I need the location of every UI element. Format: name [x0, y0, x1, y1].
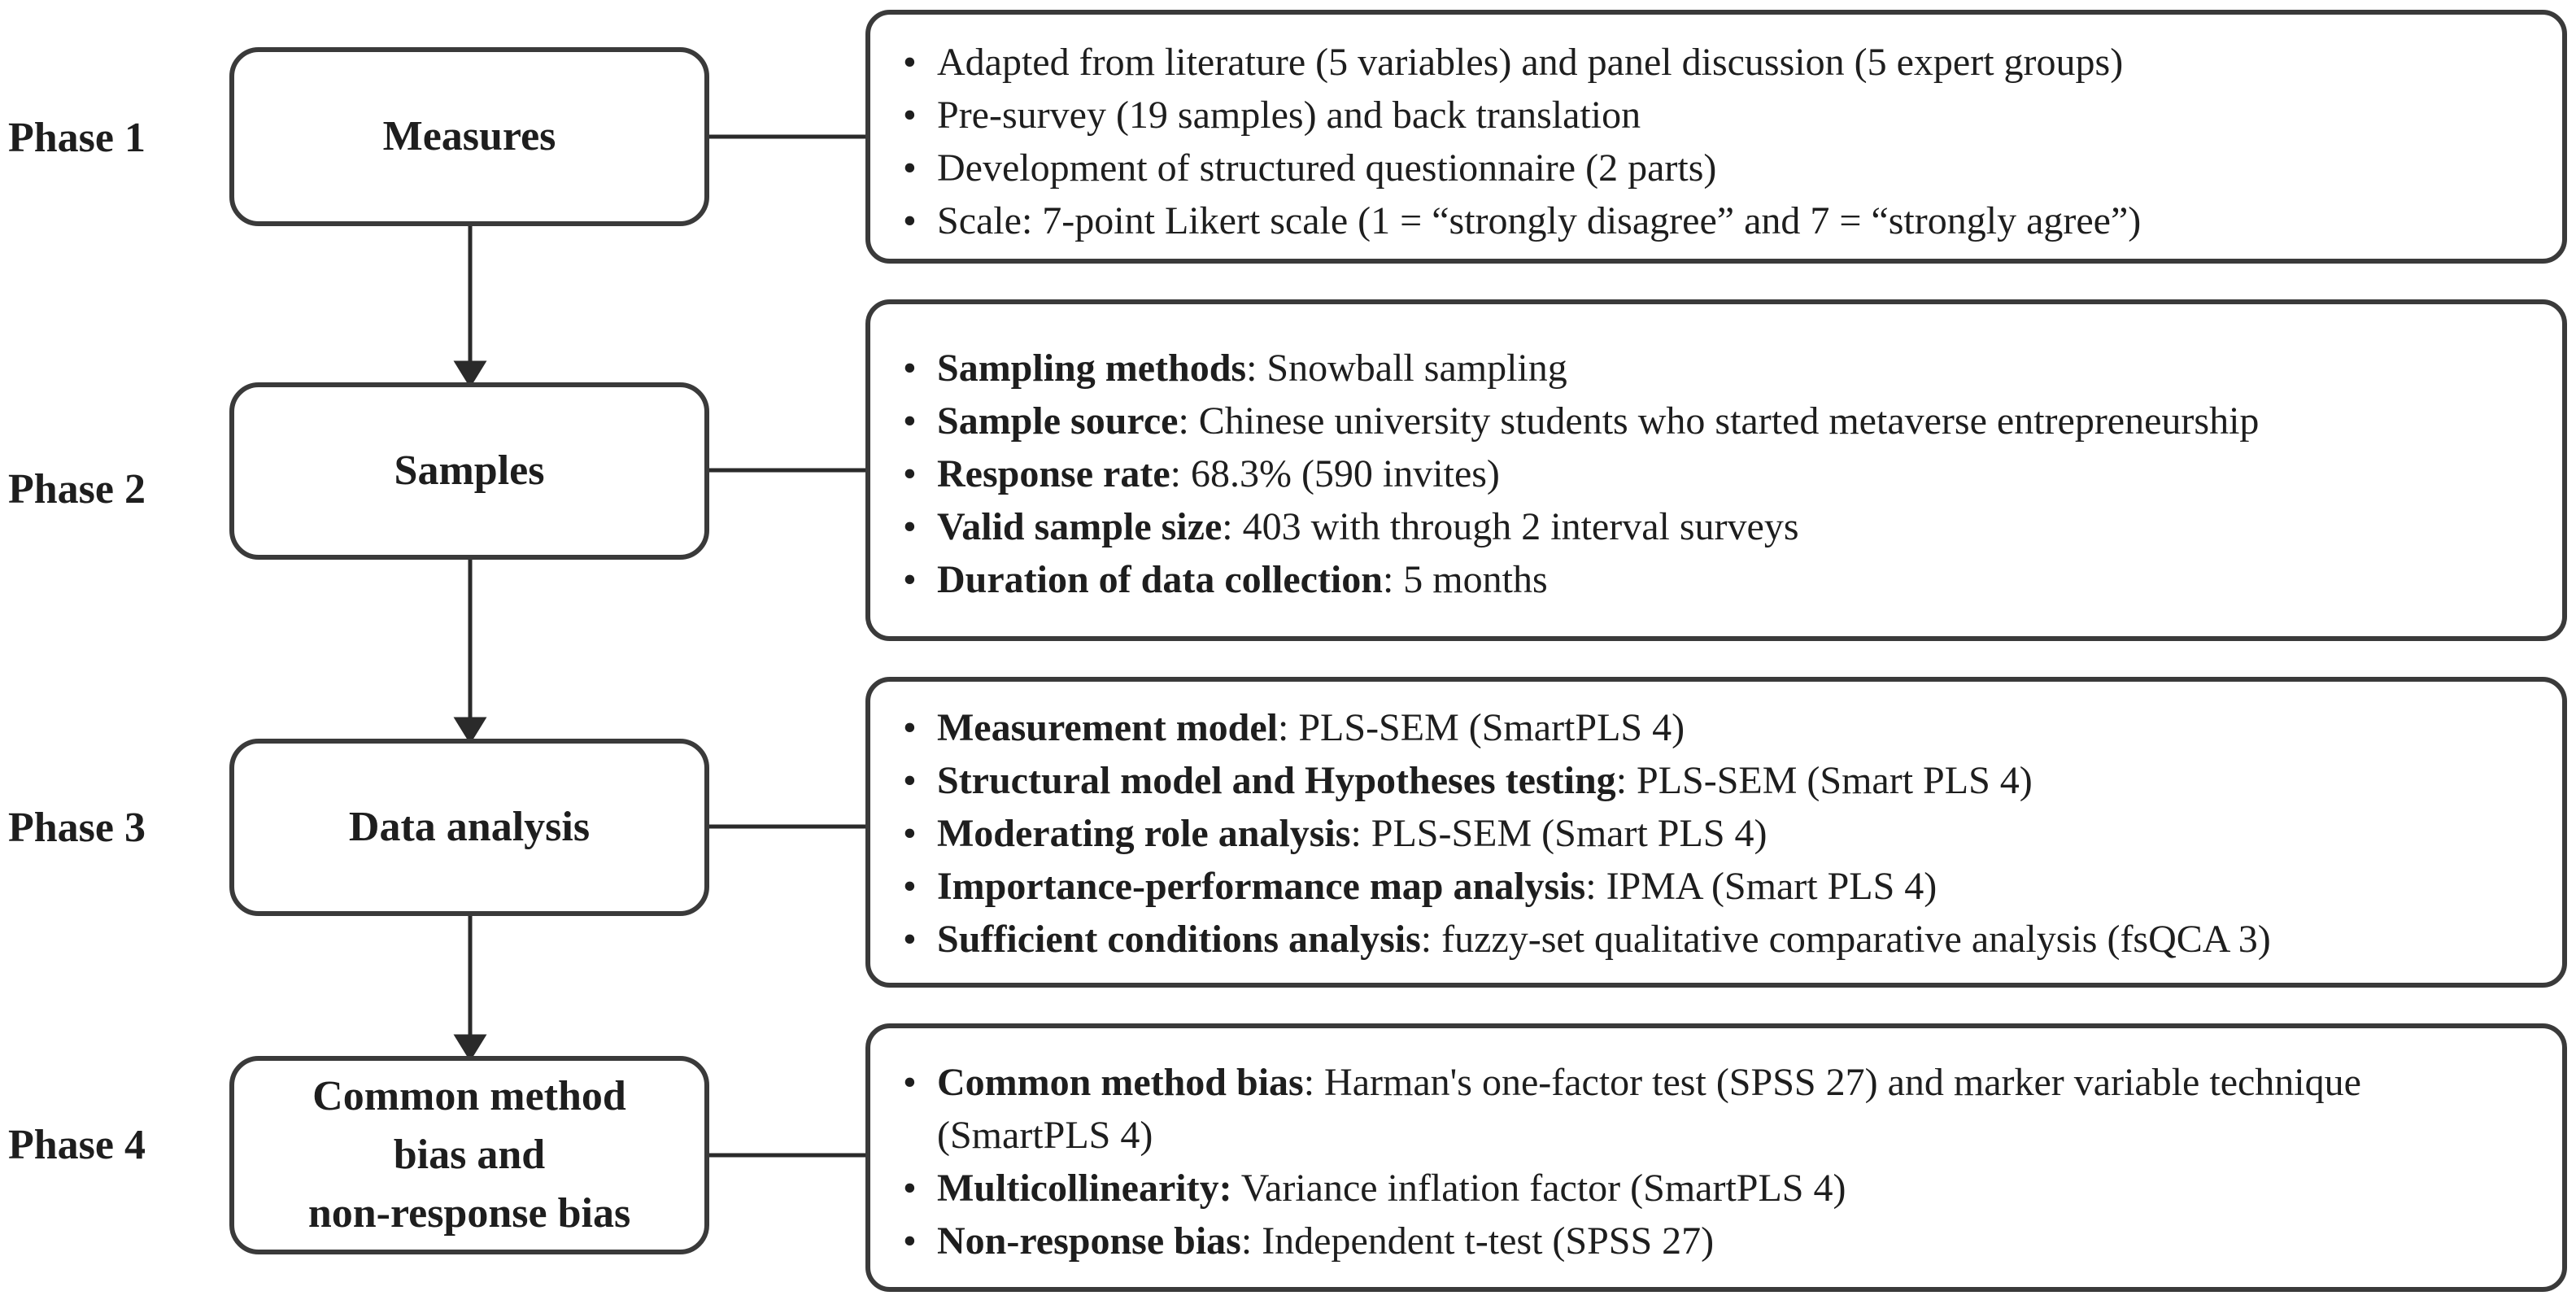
list-item: Sample source: Chinese university studen… [903, 395, 2530, 447]
stage-line: Measures [382, 113, 556, 159]
bullet-icon [903, 194, 937, 247]
item-term: Measurement model [937, 706, 1279, 749]
item-text: : PLS-SEM (Smart PLS 4) [1615, 759, 2033, 802]
bullet-icon [903, 500, 937, 553]
item-text: : fuzzy-set qualitative comparative anal… [1420, 918, 2271, 961]
item-text: : IPMA (Smart PLS 4) [1585, 865, 1937, 908]
list-item: Development of structured questionnaire … [903, 142, 2530, 194]
item-text: : PLS-SEM (SmartPLS 4) [1278, 706, 1685, 749]
bullet-icon [903, 860, 937, 913]
bullet-icon [903, 395, 937, 447]
list-item: Pre-survey (19 samples) and back transla… [903, 89, 2530, 142]
stage-bias-title: Common method bias and non-response bias [308, 1067, 630, 1243]
item-term: Common method bias [937, 1061, 1304, 1104]
list-item: Response rate: 68.3% (590 invites) [903, 447, 2530, 500]
item-text: : Chinese university students who starte… [1178, 399, 2260, 443]
item-text: : Harman's one-factor test (SPSS 27) and… [937, 1061, 2361, 1157]
bullet-icon [903, 1162, 937, 1215]
list-item: Common method bias: Harman's one-factor … [903, 1056, 2530, 1162]
item-text: : 403 with through 2 interval surveys [1222, 505, 1799, 548]
list-item: Duration of data collection: 5 months [903, 553, 2530, 606]
item-text: : 5 months [1382, 558, 1548, 601]
stage-line: Samples [394, 447, 545, 494]
item-text: : Snowball sampling [1246, 347, 1567, 390]
item-text: Pre-survey (19 samples) and back transla… [937, 94, 1641, 137]
detail-list-phase-3: Measurement model: PLS-SEM (SmartPLS 4) … [903, 701, 2530, 966]
flow-arrows [453, 226, 487, 1062]
detail-list-phase-4: Common method bias: Harman's one-factor … [903, 1056, 2530, 1267]
stage-samples-title: Samples [394, 442, 545, 500]
detail-box-phase-2: Sampling methods: Snowball sampling Samp… [865, 299, 2567, 641]
item-text: : 68.3% (590 invites) [1170, 452, 1500, 495]
list-item: Non-response bias: Independent t-test (S… [903, 1215, 2530, 1267]
stage-line: Common method [312, 1073, 626, 1119]
stage-measures-box: Measures [229, 47, 709, 226]
detail-box-phase-4: Common method bias: Harman's one-factor … [865, 1023, 2567, 1292]
item-term: Sufficient conditions analysis [937, 918, 1421, 961]
stage-line: non-response bias [307, 1190, 631, 1237]
list-item: Measurement model: PLS-SEM (SmartPLS 4) [903, 701, 2530, 754]
bullet-icon [903, 553, 937, 606]
bullet-icon [903, 754, 937, 807]
item-text: Adapted from literature (5 variables) an… [937, 41, 2124, 84]
item-text: Scale: 7-point Likert scale (1 = “strong… [937, 199, 2142, 242]
item-term: Duration of data collection [937, 558, 1383, 601]
stage-data-analysis-box: Data analysis [229, 739, 709, 916]
list-item: Importance-performance map analysis: IPM… [903, 860, 2530, 913]
item-text: : Independent t-test (SPSS 27) [1240, 1219, 1715, 1263]
horizontal-connectors [709, 134, 865, 1158]
bullet-icon [903, 807, 937, 860]
list-item: Adapted from literature (5 variables) an… [903, 36, 2530, 89]
stage-line: Data analysis [348, 804, 591, 850]
list-item: Sampling methods: Snowball sampling [903, 342, 2530, 395]
detail-box-phase-1: Adapted from literature (5 variables) an… [865, 10, 2567, 264]
bullet-icon [903, 701, 937, 754]
stage-measures-title: Measures [383, 107, 556, 166]
bullet-icon [903, 89, 937, 142]
arrowhead-phase3 [453, 717, 487, 744]
item-text: Development of structured questionnaire … [937, 146, 1717, 190]
phase-1-label: Phase 1 [8, 115, 146, 161]
phase-3-label: Phase 3 [8, 805, 146, 851]
arrowhead-phase2 [453, 360, 487, 388]
bullet-icon [903, 447, 937, 500]
bullet-icon [903, 142, 937, 194]
bullet-icon [903, 913, 937, 966]
item-term: Sampling methods [937, 347, 1247, 390]
item-term: Valid sample size [937, 505, 1223, 548]
item-text: Variance inflation factor (SmartPLS 4) [1231, 1167, 1846, 1210]
phase-2-label: Phase 2 [8, 466, 146, 513]
list-item: Scale: 7-point Likert scale (1 = “strong… [903, 194, 2530, 247]
stage-samples-box: Samples [229, 382, 709, 560]
item-term: Moderating role analysis [937, 812, 1351, 855]
phase-4-label: Phase 4 [8, 1122, 146, 1168]
item-term: Non-response bias [937, 1219, 1241, 1263]
stage-line: bias and [393, 1132, 546, 1178]
item-term: Importance-performance map analysis [937, 865, 1586, 908]
list-item: Moderating role analysis: PLS-SEM (Smart… [903, 807, 2530, 860]
stage-data-analysis-title: Data analysis [349, 798, 590, 857]
detail-list-phase-1: Adapted from literature (5 variables) an… [903, 36, 2530, 247]
bullet-icon [903, 1056, 937, 1109]
detail-box-phase-3: Measurement model: PLS-SEM (SmartPLS 4) … [865, 677, 2567, 988]
detail-list-phase-2: Sampling methods: Snowball sampling Samp… [903, 342, 2530, 606]
item-term: Structural model and Hypotheses testing [937, 759, 1616, 802]
bullet-icon [903, 36, 937, 89]
list-item: Valid sample size: 403 with through 2 in… [903, 500, 2530, 553]
item-term: Sample source [937, 399, 1179, 443]
item-term: Multicollinearity: [937, 1167, 1232, 1210]
item-term: Response rate [937, 452, 1170, 495]
arrowhead-phase4 [453, 1034, 487, 1062]
list-item: Structural model and Hypotheses testing:… [903, 754, 2530, 807]
item-text: : PLS-SEM (Smart PLS 4) [1350, 812, 1767, 855]
list-item: Multicollinearity: Variance inflation fa… [903, 1162, 2530, 1215]
list-item: Sufficient conditions analysis: fuzzy-se… [903, 913, 2530, 966]
stage-bias-box: Common method bias and non-response bias [229, 1056, 709, 1254]
bullet-icon [903, 1215, 937, 1267]
bullet-icon [903, 342, 937, 395]
